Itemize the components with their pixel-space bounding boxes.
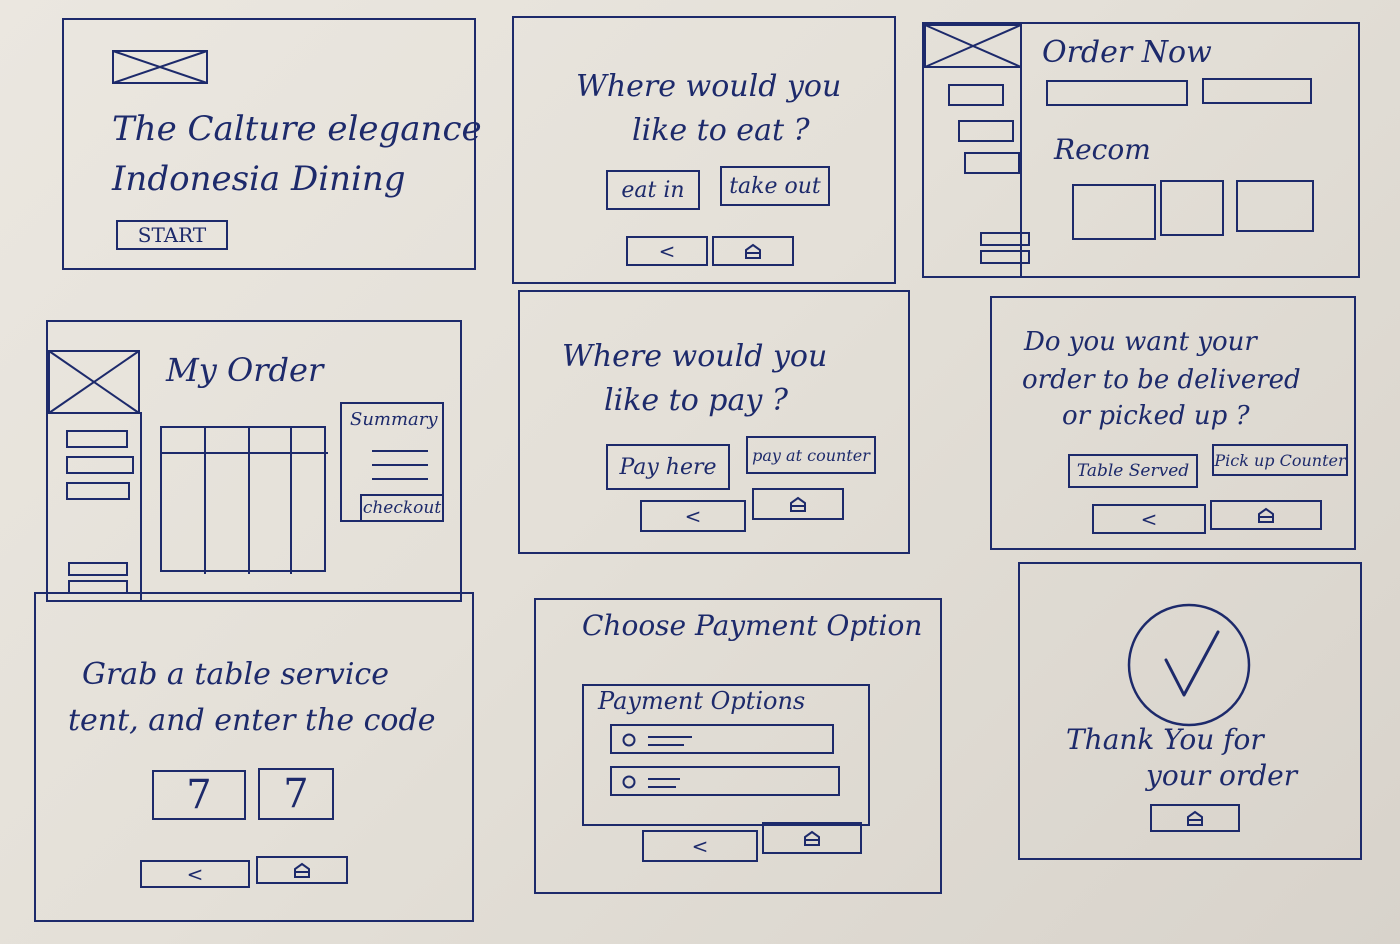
sidebar-item[interactable] bbox=[66, 430, 128, 448]
code-digit-2[interactable]: 7 bbox=[258, 768, 334, 820]
screen-where-eat: Where would you like to eat ? eat in tak… bbox=[512, 16, 896, 284]
pickup-counter-button[interactable]: Pick up Counter bbox=[1212, 444, 1348, 476]
recommendation-card[interactable] bbox=[1160, 180, 1224, 236]
page-title: My Order bbox=[166, 351, 324, 389]
back-button[interactable]: < bbox=[640, 500, 746, 532]
sidebar-item[interactable] bbox=[948, 84, 1004, 106]
thanks-line1: Thank You for bbox=[1066, 723, 1264, 756]
screen-thank-you: Thank You for your order bbox=[1018, 562, 1362, 860]
order-banner[interactable] bbox=[1202, 78, 1312, 104]
checkout-button[interactable]: checkout bbox=[360, 494, 444, 522]
app-title-line1: The Calture elegance bbox=[112, 109, 482, 149]
code-instruction-line2: tent, and enter the code bbox=[68, 703, 436, 738]
page-title: Order Now bbox=[1042, 35, 1212, 70]
eat-question-line1: Where would you bbox=[576, 69, 842, 104]
home-button[interactable] bbox=[752, 488, 844, 520]
summary-title: Summary bbox=[350, 409, 438, 430]
home-icon bbox=[294, 862, 310, 878]
home-button[interactable] bbox=[256, 856, 348, 884]
payment-options-label: Payment Options bbox=[598, 687, 806, 715]
screen-welcome: The Calture elegance Indonesia Dining ST… bbox=[62, 18, 482, 270]
screen-payment: Choose Payment Option Payment Options < bbox=[534, 598, 942, 894]
start-button[interactable]: START bbox=[116, 220, 228, 250]
order-table bbox=[160, 426, 328, 574]
thanks-line2: your order bbox=[1146, 759, 1298, 792]
take-out-button[interactable]: take out bbox=[720, 166, 830, 206]
screen-table-code: Grab a table service tent, and enter the… bbox=[34, 592, 474, 922]
page-title: Choose Payment Option bbox=[582, 609, 923, 642]
delivery-question-line1: Do you want your bbox=[1024, 327, 1257, 357]
table-served-button[interactable]: Table Served bbox=[1068, 454, 1198, 488]
home-icon bbox=[804, 830, 820, 846]
pay-at-counter-button[interactable]: pay at counter bbox=[746, 436, 876, 474]
back-button[interactable]: < bbox=[626, 236, 708, 266]
delivery-question-line3: or picked up ? bbox=[1062, 401, 1250, 431]
radio-icon bbox=[622, 775, 636, 789]
sidebar-item[interactable] bbox=[66, 456, 134, 474]
screen-where-pay: Where would you like to pay ? Pay here p… bbox=[518, 290, 910, 554]
sidebar-item[interactable] bbox=[980, 250, 1030, 264]
home-icon bbox=[1187, 810, 1203, 826]
delivery-question-line2: order to be delivered bbox=[1022, 365, 1301, 395]
recommendation-card[interactable] bbox=[1072, 184, 1156, 240]
back-button[interactable]: < bbox=[642, 830, 758, 862]
sidebar-item[interactable] bbox=[66, 482, 130, 500]
pay-here-button[interactable]: Pay here bbox=[606, 444, 730, 490]
home-button[interactable] bbox=[712, 236, 794, 266]
radio-icon bbox=[622, 733, 636, 747]
back-button[interactable]: < bbox=[1092, 504, 1206, 534]
payment-options-panel: Payment Options bbox=[582, 684, 870, 826]
home-button[interactable] bbox=[1150, 804, 1240, 832]
payment-option-row[interactable] bbox=[610, 766, 840, 796]
screen-order-now: Order Now Recom bbox=[922, 22, 1360, 278]
recommendation-card[interactable] bbox=[1236, 180, 1314, 232]
screen-delivery: Do you want your order to be delivered o… bbox=[990, 296, 1356, 550]
code-digit-1[interactable]: 7 bbox=[152, 770, 246, 820]
pay-question-line2: like to pay ? bbox=[604, 383, 788, 418]
image-placeholder-icon bbox=[112, 50, 208, 84]
sidebar-item[interactable] bbox=[958, 120, 1014, 142]
home-icon bbox=[790, 496, 806, 512]
app-title-line2: Indonesia Dining bbox=[112, 159, 406, 199]
code-instruction-line1: Grab a table service bbox=[82, 657, 389, 692]
checkmark-icon bbox=[1127, 603, 1251, 727]
home-icon bbox=[1258, 507, 1274, 523]
sidebar-item[interactable] bbox=[980, 232, 1030, 246]
payment-option-row[interactable] bbox=[610, 724, 834, 754]
sidebar-item[interactable] bbox=[964, 152, 1020, 174]
eat-question-line2: like to eat ? bbox=[632, 113, 810, 148]
home-icon bbox=[745, 243, 761, 259]
sidebar-item[interactable] bbox=[68, 562, 128, 576]
back-button[interactable]: < bbox=[140, 860, 250, 888]
image-placeholder-icon bbox=[48, 350, 140, 414]
home-button[interactable] bbox=[762, 822, 862, 854]
sidebar-divider bbox=[1020, 68, 1022, 278]
home-button[interactable] bbox=[1210, 500, 1322, 530]
section-title: Recom bbox=[1054, 133, 1151, 166]
eat-in-button[interactable]: eat in bbox=[606, 170, 700, 210]
sidebar-divider bbox=[140, 412, 142, 602]
screen-my-order: My Order Summary checkout bbox=[46, 320, 462, 602]
image-placeholder-icon bbox=[924, 24, 1022, 68]
pay-question-line1: Where would you bbox=[562, 339, 828, 374]
order-banner[interactable] bbox=[1046, 80, 1188, 106]
